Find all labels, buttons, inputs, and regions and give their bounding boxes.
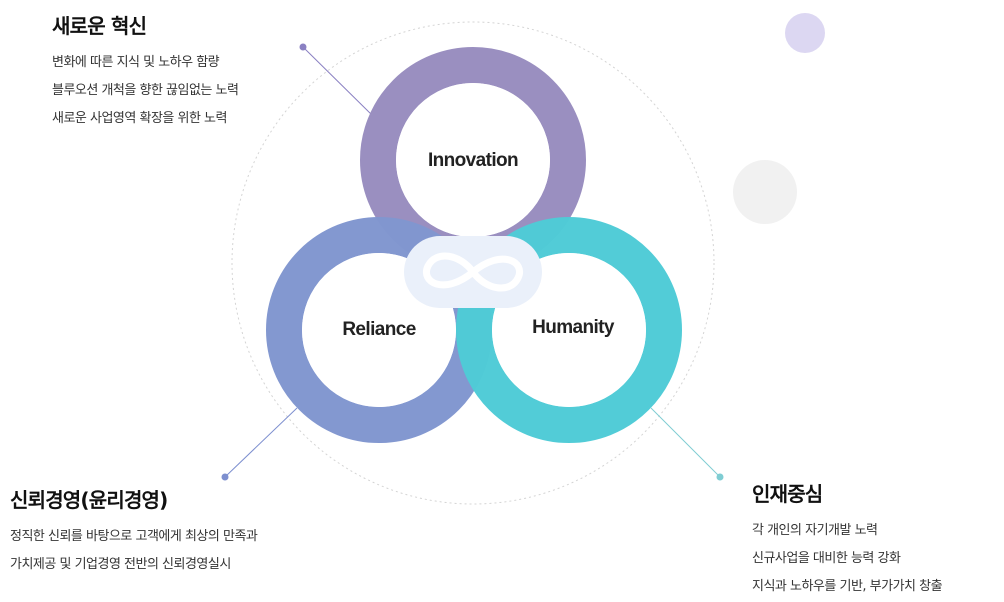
ring-humanity (456, 217, 682, 443)
section-list-humanity: 각 개인의 자기개발 노력 신규사업을 대비한 능력 강화 지식과 노하우를 기… (752, 517, 943, 601)
circle-label-humanity: Humanity (532, 317, 615, 338)
connector-innovation (302, 46, 376, 119)
circle-label-innovation: Innovation (428, 150, 518, 171)
guide-ring (231, 21, 715, 505)
list-item: 지식과 노하우를 기반, 부가가치 창출 (752, 579, 943, 594)
list-item: 신규사업을 대비한 능력 강화 (752, 551, 901, 566)
section-innovation: 새로운 혁신 변화에 따른 지식 및 노하우 함량 블루오션 개척을 향한 끊임… (52, 10, 239, 133)
connector-dot-reliance (221, 473, 229, 481)
decor-dot-gray (733, 160, 797, 224)
connector-dot-humanity (716, 473, 724, 481)
section-list-reliance: 정직한 신뢰를 바탕으로 고객에게 최상의 만족과 가치제공 및 기업경영 전반… (10, 523, 258, 579)
list-item: 가치제공 및 기업경영 전반의 신뢰경영실시 (10, 557, 231, 572)
section-reliance: 신뢰경영(윤리경영) 정직한 신뢰를 바탕으로 고객에게 최상의 만족과 가치제… (10, 484, 258, 579)
decor-dot-lavender (785, 13, 825, 53)
circle-label-reliance: Reliance (342, 319, 415, 340)
section-list-innovation: 변화에 따른 지식 및 노하우 함량 블루오션 개척을 향한 끊임없는 노력 새… (52, 49, 239, 133)
section-title-innovation: 새로운 혁신 (52, 14, 147, 38)
list-item: 블루오션 개척을 향한 끊임없는 노력 (52, 83, 239, 98)
infinity-icon (423, 252, 523, 292)
connector-humanity (650, 407, 721, 478)
section-title-humanity: 인재중심 (752, 482, 823, 506)
center-badge (404, 236, 542, 308)
inner-innovation (396, 83, 550, 237)
list-item: 각 개인의 자기개발 노력 (752, 523, 878, 538)
section-humanity: 인재중심 각 개인의 자기개발 노력 신규사업을 대비한 능력 강화 지식과 노… (752, 478, 943, 601)
list-item: 새로운 사업영역 확장을 위한 노력 (52, 111, 227, 126)
list-item: 변화에 따른 지식 및 노하우 함량 (52, 55, 220, 70)
list-item: 정직한 신뢰를 바탕으로 고객에게 최상의 만족과 (10, 529, 258, 544)
connector-reliance (224, 407, 298, 478)
connector-dot-innovation (299, 43, 307, 51)
section-title-reliance: 신뢰경영(윤리경영) (10, 488, 168, 512)
